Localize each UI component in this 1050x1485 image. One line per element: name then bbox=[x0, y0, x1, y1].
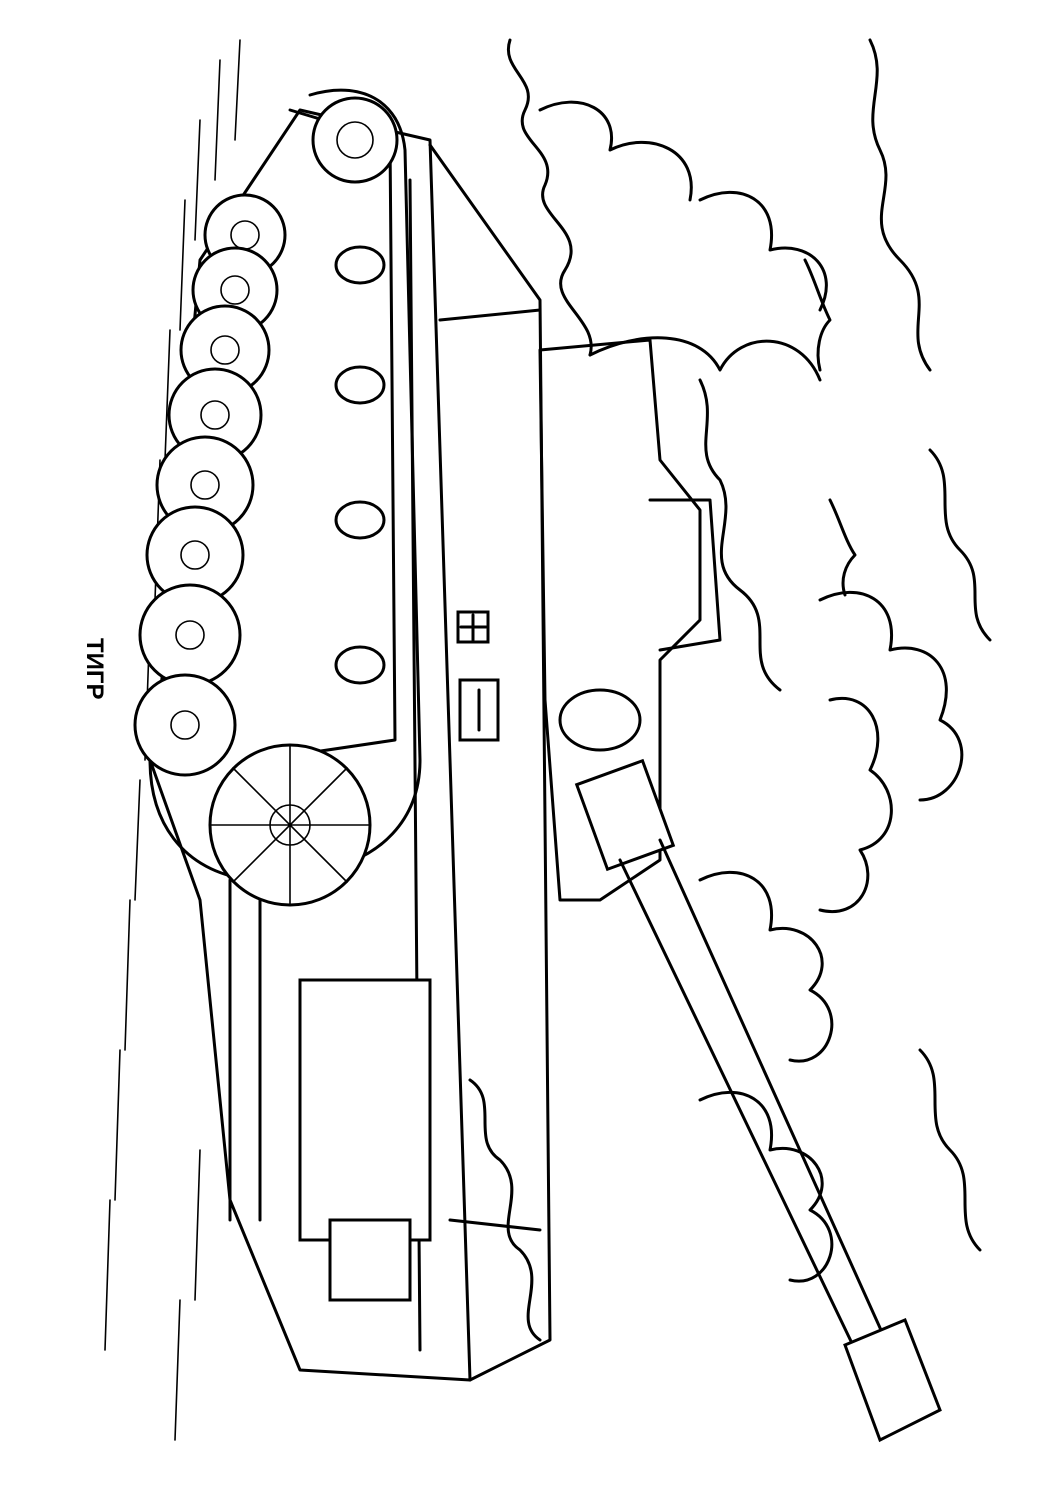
rear-hull bbox=[228, 878, 432, 1302]
clouds bbox=[468, 38, 992, 1342]
sprockets bbox=[208, 96, 399, 907]
cross-marking bbox=[456, 610, 500, 742]
road-wheels bbox=[133, 193, 287, 777]
caption-label: ТИГР bbox=[81, 638, 108, 700]
return-rollers bbox=[334, 245, 386, 685]
birds bbox=[803, 258, 857, 597]
turret bbox=[538, 338, 722, 902]
main-gun bbox=[574, 758, 942, 1443]
